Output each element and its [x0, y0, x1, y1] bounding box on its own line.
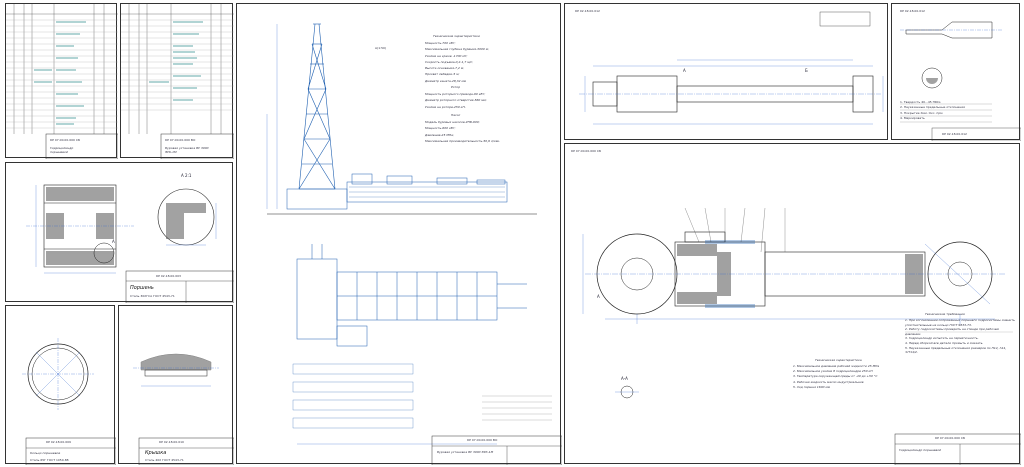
spec-table-grid-2: [121, 4, 234, 159]
small-part-note: 2. Неуказанные предельные отклонения: [900, 105, 965, 110]
rig-title: Буровая установка БУ 3000 ЭУК-1М: [437, 450, 494, 454]
rig-spec-line: Скорость подъема-0,2-1,7 м/с;: [425, 59, 474, 64]
small-part-notes: 1. Твердость 40...45 HRCэ 2. Неуказанные…: [900, 100, 965, 122]
cylinder-tech-line: 3. Температура окружающей среды от -40 д…: [793, 374, 878, 379]
cylinder-title: Гидроцилиндр поршневой: [899, 448, 941, 452]
shaft-marker-b: Б: [805, 68, 808, 73]
cover-title: Крышка: [145, 450, 167, 456]
rig-drawing: [266, 23, 562, 465]
cylinder-tech-line: 4. Рабочая жидкость масло индустриальное: [793, 379, 864, 384]
rig-rotor-line: Усилие на роторе-250 кН.: [425, 104, 466, 109]
piston-view-label: А 2:1: [181, 173, 192, 178]
small-part-note: 1. Твердость 40...45 HRCэ: [900, 100, 941, 104]
rig-pump-heading: Насос: [451, 113, 461, 117]
small-part-sheet: КР 02.18.00.012 1. Твердость 40...45 HRC…: [891, 3, 1021, 141]
ring-code: КР 02.18.00.009: [46, 440, 71, 444]
spec-sheet-1: КР 07.00.00.000 СБ Гидроцилиндр поршнево…: [5, 3, 118, 159]
rig-spec-line: Высота основания-7,2 м;: [425, 66, 465, 71]
cylinder-tech-line: 5. Ход поршня 1600 мм: [793, 384, 831, 389]
piston-title: Поршень: [130, 285, 154, 291]
cylinder-code-top: КР 07.00.00.000 СБ: [571, 149, 602, 153]
shaft-code-top: КР 02.18.00.012: [575, 9, 600, 13]
cylinder-req-line: 5. Неуказанные предельные отклонения раз…: [905, 345, 1007, 355]
rig-rotor-specs: Мощность роторного привода-60 кВт; Диаме…: [425, 91, 487, 110]
spec1-code: КР 07.00.00.000 СБ: [50, 138, 81, 142]
rig-pump-line: Модель буровых насосов-УНБ-600;: [425, 120, 480, 124]
piston-sheet: А 2:1 А КР 02.18.00.003 Поршень Сталь 30…: [5, 162, 234, 303]
rig-spec-line: Просвет лебедки-5 м;: [425, 72, 460, 77]
piston-material: Сталь 30ХГСА ГОСТ 4543-71: [130, 294, 175, 298]
rig-pump-specs: Модель буровых насосов-УНБ-600; Мощность…: [425, 119, 500, 144]
cylinder-sheet: КР 07.00.00.000 СБ А А-А Технические тре…: [564, 143, 1021, 465]
rig-rotor-line: Мощность роторного привода-60 кВт;: [425, 92, 486, 96]
rig-specs: Мощность-700 кВт; Максимальная глубина б…: [425, 40, 489, 84]
rig-spec-line: Усилие на крюке -1700 кН;: [425, 53, 468, 58]
small-part-drawing: [900, 21, 1021, 141]
cover-drawing: [133, 353, 234, 465]
rig-spec-line: Мощность-700 кВт;: [425, 41, 456, 45]
cylinder-req-line: 4. Перед сборкой все детали промыть и см…: [905, 340, 984, 345]
cover-sheet: КР 02.18.00.010 Крышка Сталь 40Х ГОСТ 45…: [118, 305, 234, 465]
ring-drawing: [22, 338, 116, 465]
rig-view-label: А(1:50): [375, 46, 387, 50]
spec-table-grid-1: [6, 4, 118, 159]
shaft-drawing: [579, 11, 884, 125]
rig-spec-line: Диаметр каната-28,32 мм: [425, 78, 467, 83]
cylinder-section-label: А-А: [621, 376, 628, 381]
cylinder-marker: А: [597, 294, 600, 299]
rig-pump-line: Мощность-600 кВт;: [425, 126, 456, 131]
cylinder-code: КР 07.00.00.000 СБ: [935, 436, 966, 440]
cylinder-req-heading: Технические требования: [925, 312, 965, 316]
cylinder-tech-line: 2. Максимальное усилие 8 гидроцилиндре 2…: [793, 369, 873, 374]
small-part-code-top: КР 02.18.00.012: [900, 9, 925, 13]
cylinder-tech: 1. Максимальное давление рабочей жидкост…: [793, 364, 893, 390]
cylinder-drawing: [582, 207, 1021, 465]
ring-material: Сталь 65Г ГОСТ 1050-88: [30, 458, 69, 462]
rig-sheet: Технические характеристики Мощность-700 …: [236, 3, 562, 465]
cylinder-tech-heading: Техническая характеристика: [815, 358, 862, 362]
rig-specs-heading: Технические характеристики: [433, 34, 480, 38]
small-part-note: 4. Маркировать: [900, 116, 925, 121]
rig-pump-line: Максимальная производительность-50,9 л/с…: [425, 138, 501, 143]
piston-drawing: [26, 184, 234, 303]
small-part-code: КР 02.18.00.012: [942, 132, 967, 136]
spec1-title: Гидроцилиндр поршневой: [50, 146, 74, 154]
piston-code: КР 02.18.00.003: [156, 274, 181, 278]
cylinder-requirements: 1. При согласовании сопряженных поршнего…: [905, 318, 1015, 355]
cylinder-req-line: 3. Гидроцилиндр испытать на герметичност…: [905, 336, 979, 341]
ring-sheet: КР 02.18.00.009 Кольцо поршневое Сталь 6…: [5, 305, 116, 465]
shaft-marker-a: А: [683, 68, 686, 73]
rig-rotor-line: Диаметр роторного отверстия-560 мм;: [425, 98, 487, 103]
rig-pump-line: Давление-25 МПа;: [425, 132, 455, 137]
cover-code: КР 02.18.00.010: [159, 440, 184, 444]
cylinder-req-line: 1. При согласовании сопряженных поршнего…: [905, 318, 1015, 327]
cylinder-req-line: 2. Работу гидросистемы проверить на стен…: [905, 327, 999, 336]
shaft-sheet: КР 02.18.00.012 А Б: [564, 3, 888, 140]
ring-title: Кольцо поршневое: [30, 451, 61, 455]
cylinder-tech-line: 1. Максимальное давление рабочей жидкост…: [793, 364, 880, 368]
spec-sheet-2: КР 07.00.00.000 ВО Буровая установка БУ …: [120, 3, 234, 159]
piston-detail-marker: А: [112, 239, 115, 244]
small-part-note: 3. Покрытие Хим. Окс. прм: [900, 110, 943, 115]
rig-rotor-heading: Ротор: [451, 85, 461, 89]
cover-material: Сталь 40Х ГОСТ 4543-71: [145, 458, 184, 462]
rig-spec-line: Максимальная глубина бурения-3000 м;: [425, 47, 490, 52]
spec2-code: КР 07.00.00.000 ВО: [165, 138, 196, 142]
spec2-title: Буровая установка БУ 3000 ЭУК-1М: [165, 146, 209, 154]
rig-code: КР 07.00.00.000 ВО: [467, 438, 498, 442]
